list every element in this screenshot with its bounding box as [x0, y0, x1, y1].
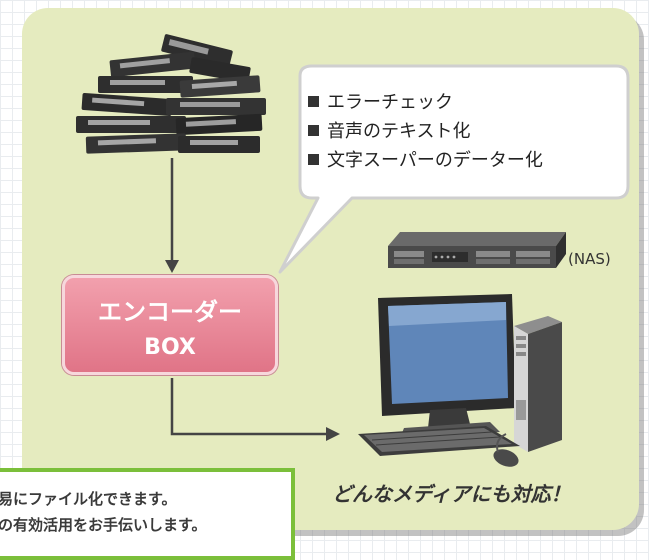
desktop-computer-icon [358, 294, 562, 456]
square-bullet-icon [308, 125, 319, 136]
square-bullet-icon [308, 154, 319, 165]
speech-bubble [278, 64, 630, 274]
bubble-item: 音声のテキスト化 [308, 117, 543, 146]
nas-device-icon [388, 232, 566, 268]
encoder-title: エンコーダー [98, 298, 242, 326]
arrow-head-right [326, 427, 340, 441]
bubble-item: エラーチェック [308, 88, 543, 117]
media-caption: どんなメディアにも対応！ [332, 482, 571, 506]
note-line: の有効活用をお手伝いします。 [0, 516, 207, 534]
encoder-subtitle: BOX [144, 335, 196, 360]
nas-label: (NAS) [568, 250, 611, 268]
arrow-encoder-to-pc [170, 378, 328, 436]
bubble-feature-list: エラーチェック 音声のテキスト化 文字スーパーのデーター化 [308, 88, 543, 175]
mouse-icon [493, 433, 519, 467]
encoder-box: エンコーダー BOX [62, 275, 278, 375]
bubble-item-label: 音声のテキスト化 [327, 121, 471, 142]
bubble-item: 文字スーパーのデーター化 [308, 146, 543, 175]
square-bullet-icon [308, 96, 319, 107]
note-line: 易にファイル化できます。 [0, 490, 177, 508]
arrow-head-down [165, 260, 179, 273]
bubble-item-label: 文字スーパーのデーター化 [327, 150, 543, 171]
flow-arrows [170, 158, 328, 436]
bubble-item-label: エラーチェック [327, 92, 453, 113]
videotape-stack-icon [76, 34, 266, 154]
note-box: 易にファイル化できます。 の有効活用をお手伝いします。 [0, 468, 295, 560]
